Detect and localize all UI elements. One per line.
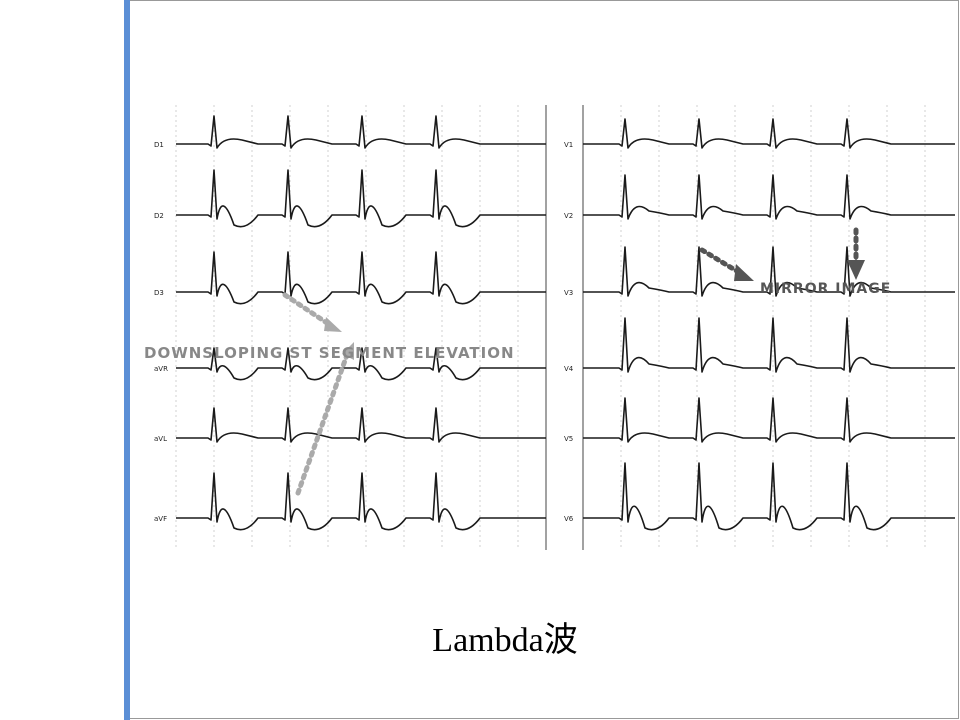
lead-label-right: V6 (564, 515, 574, 523)
trace-aVF (176, 472, 546, 531)
trace-D2 (176, 169, 546, 228)
ecg-grid-right (582, 105, 926, 550)
trace-aVR (176, 347, 546, 381)
st-elevation-arrows (282, 292, 354, 496)
slide-left-accent-bar (124, 0, 130, 720)
lead-label-right: V2 (564, 212, 573, 220)
lead-label-left: D1 (154, 141, 164, 149)
lead-label-right: V1 (564, 141, 573, 149)
ecg-traces (176, 115, 955, 531)
trace-D1 (176, 115, 546, 149)
trace-V3 (583, 246, 955, 297)
lead-label-left: D2 (154, 212, 164, 220)
mirror-image-annotation: MIRROR IMAGE (760, 281, 891, 297)
lead-label-left: aVF (154, 515, 167, 523)
lead-label-right: V3 (564, 289, 573, 297)
trace-V2 (583, 174, 955, 220)
lead-label-left: D3 (154, 289, 164, 297)
trace-aVL (176, 407, 546, 443)
mirror-image-arrows (699, 227, 865, 281)
lead-label-left: aVR (154, 365, 168, 373)
trace-V4 (583, 317, 955, 373)
slide-caption: Lambda波 (432, 622, 578, 659)
slide-frame (130, 0, 959, 719)
trace-V6 (583, 462, 955, 531)
trace-V1 (583, 118, 955, 149)
lead-label-right: V4 (564, 365, 574, 373)
st-elevation-annotation: DOWNSLOPING ST SEGMENT ELEVATION (144, 344, 515, 362)
lead-label-right: V5 (564, 435, 573, 443)
trace-V5 (583, 397, 955, 443)
lead-label-left: aVL (154, 435, 167, 443)
trace-D3 (176, 251, 546, 305)
